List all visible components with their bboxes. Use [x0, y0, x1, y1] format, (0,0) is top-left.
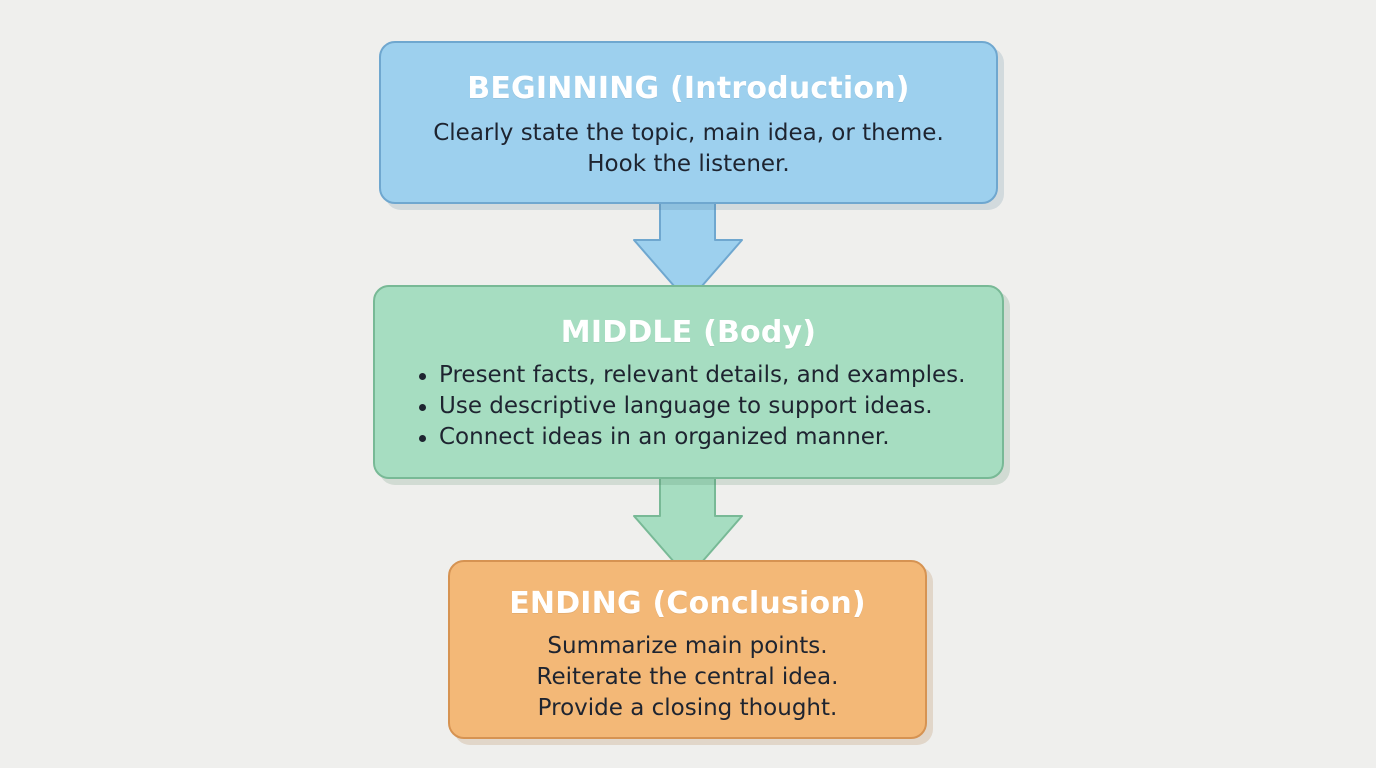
ending-text: Summarize main points. Reiterate the cen…	[450, 631, 925, 724]
beginning-text: Clearly state the topic, main idea, or t…	[381, 118, 996, 180]
ending-title: ENDING (Conclusion)	[509, 586, 866, 621]
beginning-line: Clearly state the topic, main idea, or t…	[433, 120, 944, 146]
middle-box: MIDDLE (Body) Present facts, relevant de…	[373, 285, 1004, 479]
middle-bullet-item: Present facts, relevant details, and exa…	[417, 360, 1002, 391]
ending-line: Summarize main points.	[547, 633, 828, 659]
middle-bullet-item: Use descriptive language to support idea…	[417, 391, 1002, 422]
beginning-title: BEGINNING (Introduction)	[467, 71, 910, 106]
ending-box: ENDING (Conclusion) Summarize main point…	[448, 560, 927, 739]
beginning-line: Hook the listener.	[587, 151, 790, 177]
ending-line: Reiterate the central idea.	[536, 664, 839, 690]
middle-bullet-item: Connect ideas in an organized manner.	[417, 422, 1002, 453]
beginning-box: BEGINNING (Introduction) Clearly state t…	[379, 41, 998, 204]
ending-line: Provide a closing thought.	[537, 695, 838, 721]
middle-title: MIDDLE (Body)	[560, 315, 817, 350]
middle-bullet-list: Present facts, relevant details, and exa…	[375, 360, 1002, 453]
